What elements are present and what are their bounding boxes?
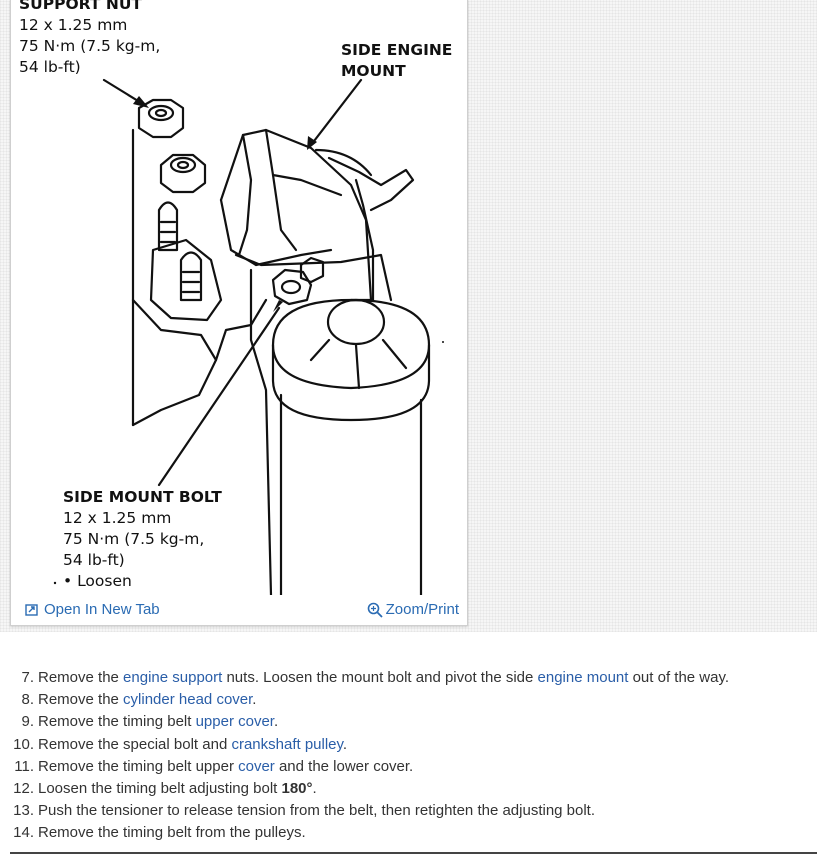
- step-text: .: [342, 735, 348, 753]
- open-in-new-tab-label: Open In New Tab: [44, 601, 160, 618]
- bottom-divider: [10, 852, 817, 854]
- step-text: Remove the timing belt from the pulleys.: [38, 824, 306, 842]
- side-mount-bolt-label: SIDE MOUNT BOLT 12 x 1.25 mm 75 N·m (7.5…: [63, 488, 222, 590]
- procedure-steps-list: 7.Remove the engine support nuts. Loosen…: [0, 667, 817, 845]
- step-item: 13.Push the tensioner to release tension…: [0, 800, 817, 822]
- step-text: Remove the timing belt: [38, 713, 196, 731]
- washer-nut-drawing: [159, 153, 207, 194]
- step-item: 7.Remove the engine support nuts. Loosen…: [0, 667, 817, 689]
- step-emphasis: 180°: [281, 780, 313, 798]
- step-text: Remove the special bolt and: [38, 735, 232, 753]
- step-link[interactable]: engine mount: [537, 669, 629, 686]
- step-text: .: [273, 713, 279, 731]
- step-text: Remove the timing belt upper: [38, 757, 239, 775]
- step-link[interactable]: upper cover: [195, 713, 274, 731]
- step-text: nuts. Loosen the mount bolt and pivot th…: [222, 669, 538, 686]
- support-nut-drawing: [137, 98, 185, 139]
- diagram-frame: SUPPORT NUT 12 x 1.25 mm 75 N·m (7.5 kg-…: [10, 0, 468, 626]
- image-toolbar: Open In New Tab Zoom/Print: [11, 597, 467, 623]
- step-number: 10.: [13, 735, 34, 753]
- step-link[interactable]: engine support: [123, 669, 223, 686]
- step-item: 11.Remove the timing belt upper cover an…: [0, 756, 817, 778]
- step-text: out of the way.: [628, 669, 730, 686]
- step-number: 9.: [21, 713, 34, 731]
- step-text: .: [312, 780, 317, 798]
- step-text: Remove the: [38, 691, 124, 709]
- stud-drawings: [149, 201, 223, 322]
- leader-lines: [102, 78, 363, 487]
- step-text: .: [252, 691, 257, 709]
- step-item: 14.Remove the timing belt from the pulle…: [0, 822, 817, 844]
- step-item: 9.Remove the timing belt upper cover.: [0, 711, 817, 733]
- open-new-tab-icon: [25, 603, 38, 616]
- engine-mount-diagram: [53, 78, 444, 595]
- step-item: 8.Remove the cylinder head cover.: [0, 689, 817, 711]
- step-number: 11.: [14, 757, 34, 775]
- zoom-print-link[interactable]: Zoom/Print: [367, 601, 459, 618]
- step-link[interactable]: crankshaft pulley: [231, 735, 343, 753]
- step-text: Push the tensioner to release tension fr…: [38, 802, 596, 820]
- cylinder-cap-drawing: [271, 298, 431, 595]
- step-text: Loosen the timing belt adjusting bolt: [38, 780, 282, 798]
- step-number: 14.: [13, 824, 34, 842]
- step-item: 10.Remove the special bolt and crankshaf…: [0, 734, 817, 756]
- step-text: Remove the: [38, 669, 124, 686]
- step-item: 12.Loosen the timing belt adjusting bolt…: [0, 778, 817, 800]
- step-number: 8.: [21, 691, 34, 709]
- step-link[interactable]: cylinder head cover: [123, 691, 253, 709]
- step-text: and the lower cover.: [274, 757, 414, 775]
- side-engine-mount-label: SIDE ENGINE MOUNT: [341, 41, 453, 80]
- side-mount-bolt-drawing: [234, 253, 393, 595]
- magnifier-icon: [367, 602, 383, 618]
- zoom-print-label: Zoom/Print: [385, 601, 459, 618]
- step-number: 12.: [13, 780, 34, 798]
- step-number: 13.: [13, 802, 34, 820]
- support-nut-label: SUPPORT NUT 12 x 1.25 mm 75 N·m (7.5 kg-…: [19, 0, 161, 76]
- step-link[interactable]: cover: [238, 757, 275, 775]
- open-in-new-tab-link[interactable]: Open In New Tab: [25, 601, 160, 618]
- step-number: 7.: [21, 669, 34, 686]
- engine-mount-bracket-drawing: [219, 128, 415, 302]
